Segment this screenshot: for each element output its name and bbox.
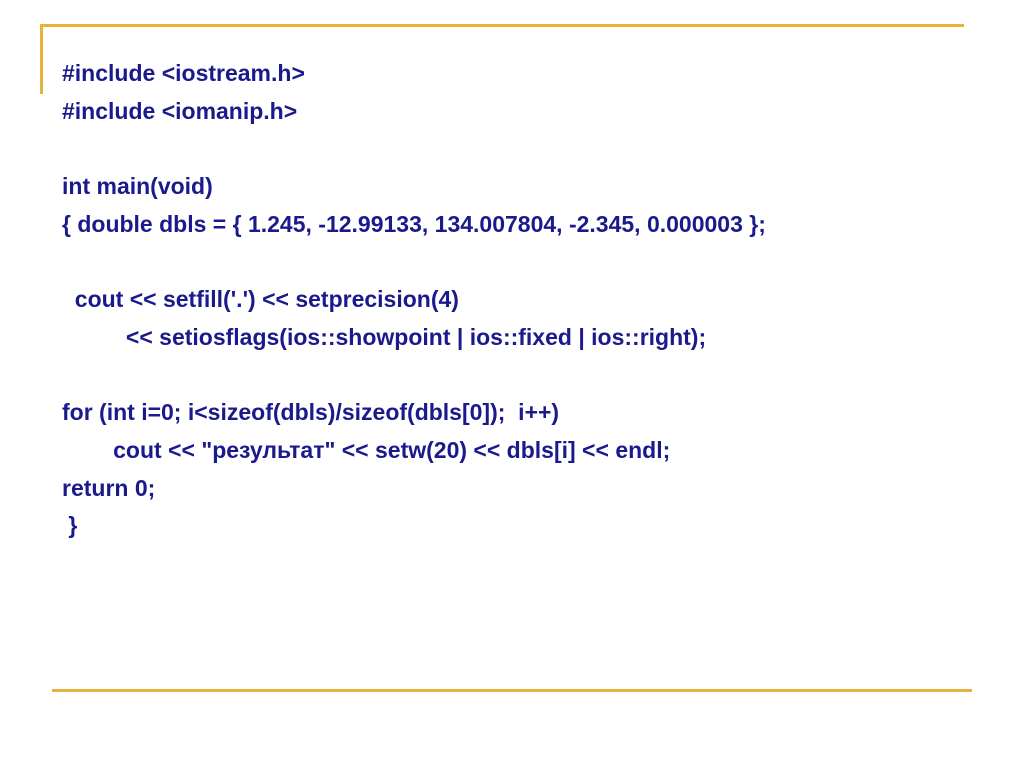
left-accent-line	[40, 24, 43, 94]
code-line: cout << setfill('.') << setprecision(4)	[62, 286, 459, 313]
code-line	[62, 130, 984, 168]
top-accent-line	[40, 24, 964, 27]
code-line: return 0;	[62, 474, 156, 501]
code-line: #include <iostream.h>	[62, 60, 305, 86]
code-block: #include <iostream.h> #include <iomanip.…	[62, 55, 984, 545]
code-line: { double dbls = { 1.245, -12.99133, 134.…	[62, 210, 766, 237]
code-line: cout << "результат" << setw(20) << dbls[…	[62, 436, 671, 463]
code-line: << setiosflags(ios::showpoint | ios::fix…	[62, 323, 707, 350]
code-line: }	[62, 512, 78, 539]
code-line: for (int i=0; i<sizeof(dbls)/sizeof(dbls…	[62, 399, 560, 426]
code-line	[62, 357, 984, 395]
code-line: #include <iomanip.h>	[62, 97, 298, 124]
code-line	[62, 243, 984, 281]
bottom-accent-line	[52, 689, 972, 692]
code-line: int main(void)	[62, 173, 213, 200]
